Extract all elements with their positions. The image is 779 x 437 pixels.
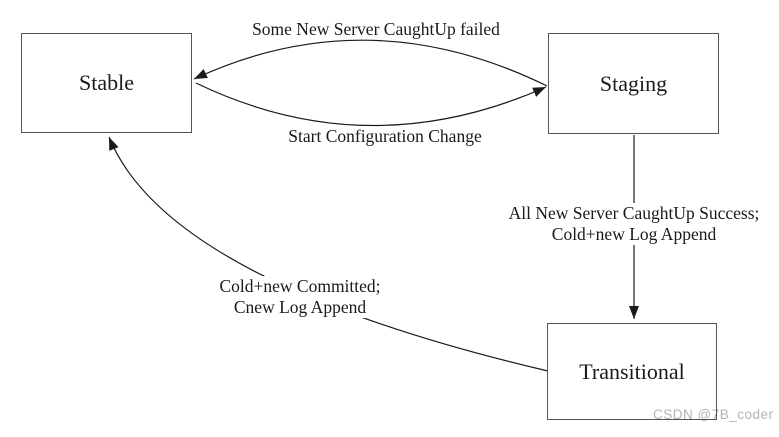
transition-label-start-config-change: Start Configuration Change [288, 126, 481, 147]
transition-label-line2: Cold+new Log Append [551, 224, 717, 244]
state-label: Staging [599, 70, 668, 96]
state-label: Transitional [579, 358, 685, 384]
state-box-staging: Staging [548, 33, 719, 134]
arrow-transitional-to-stable [108, 136, 549, 372]
transition-label-line1: Cold+new Committed; [219, 276, 381, 296]
transition-label-line2: Cnew Log Append [233, 297, 367, 317]
state-box-stable: Stable [21, 33, 192, 133]
transition-label-caughtup-failed: Some New Server CaughtUp failed [252, 19, 500, 40]
transition-label-caughtup-success: All New Server CaughtUp Success; Cold+ne… [505, 203, 763, 245]
transition-label-text: Some New Server CaughtUp failed [252, 19, 500, 39]
transition-label-line1: All New Server CaughtUp Success; [508, 203, 760, 223]
arrow-staging-to-stable [193, 39, 548, 87]
transition-label-text: Start Configuration Change [288, 126, 482, 146]
arrow-stable-to-staging [195, 82, 547, 127]
transition-label-committed: Cold+new Committed; Cnew Log Append [216, 276, 384, 318]
state-box-transitional: Transitional [547, 323, 717, 420]
state-label: Stable [79, 70, 134, 95]
csdn-watermark: CSDN @7B_coder [653, 407, 774, 422]
